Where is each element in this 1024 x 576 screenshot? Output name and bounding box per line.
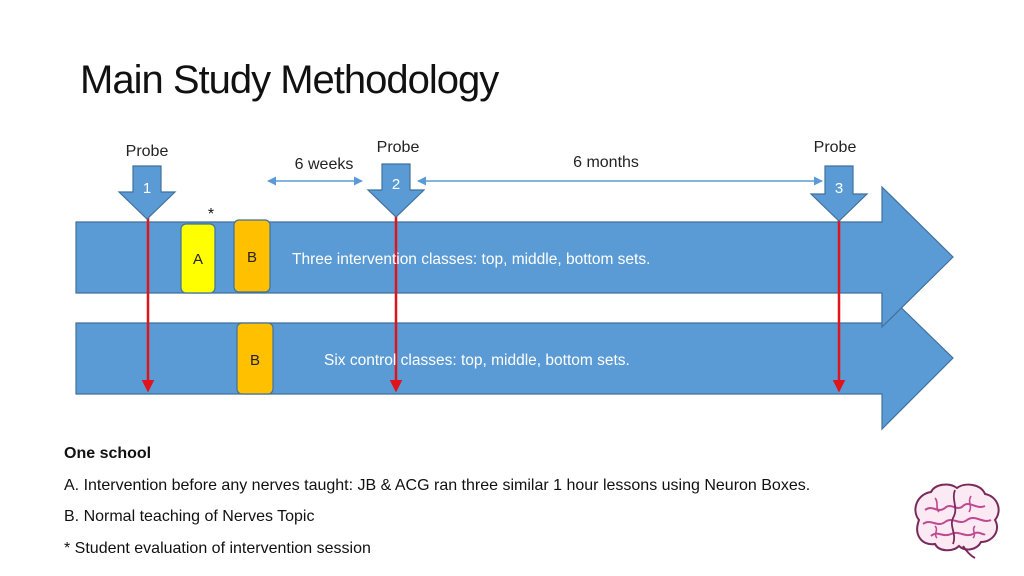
probe-2-marker: [366, 163, 426, 218]
probe-1-marker: [117, 165, 177, 220]
note-star: * Student evaluation of intervention ses…: [64, 539, 371, 557]
interval-6-weeks-label: 6 weeks: [295, 156, 354, 173]
interval-6-months-label: 6 months: [573, 154, 639, 171]
note-b: B. Normal teaching of Nerves Topic: [64, 508, 315, 525]
box-a-intervention: [180, 223, 216, 294]
probe-3-label: Probe: [814, 139, 857, 156]
probe-1-number: 1: [143, 180, 151, 197]
intervention-row-text: Three intervention classes: top, middle,…: [292, 251, 650, 268]
probe-3-number: 3: [835, 180, 843, 197]
probe-1-label: Probe: [126, 143, 169, 160]
box-b-intervention: [233, 219, 271, 293]
note-a: A. Intervention before any nerves taught…: [64, 476, 811, 494]
box-b-control-label: B: [250, 352, 260, 369]
asterisk-marker: *: [208, 206, 214, 223]
control-row-text: Six control classes: top, middle, bottom…: [324, 352, 630, 369]
notes-block: One school A. Intervention before any ne…: [64, 444, 810, 570]
brain-icon: [914, 483, 1000, 559]
notes-heading: One school: [64, 445, 152, 462]
box-b-control: [236, 322, 274, 395]
probe-3-marker: [809, 165, 869, 222]
box-b-intervention-label: B: [247, 249, 257, 266]
box-a-label: A: [193, 251, 203, 268]
probe-2-number: 2: [392, 176, 400, 193]
page-title: Main Study Methodology: [80, 58, 499, 102]
probe-2-label: Probe: [377, 139, 420, 156]
